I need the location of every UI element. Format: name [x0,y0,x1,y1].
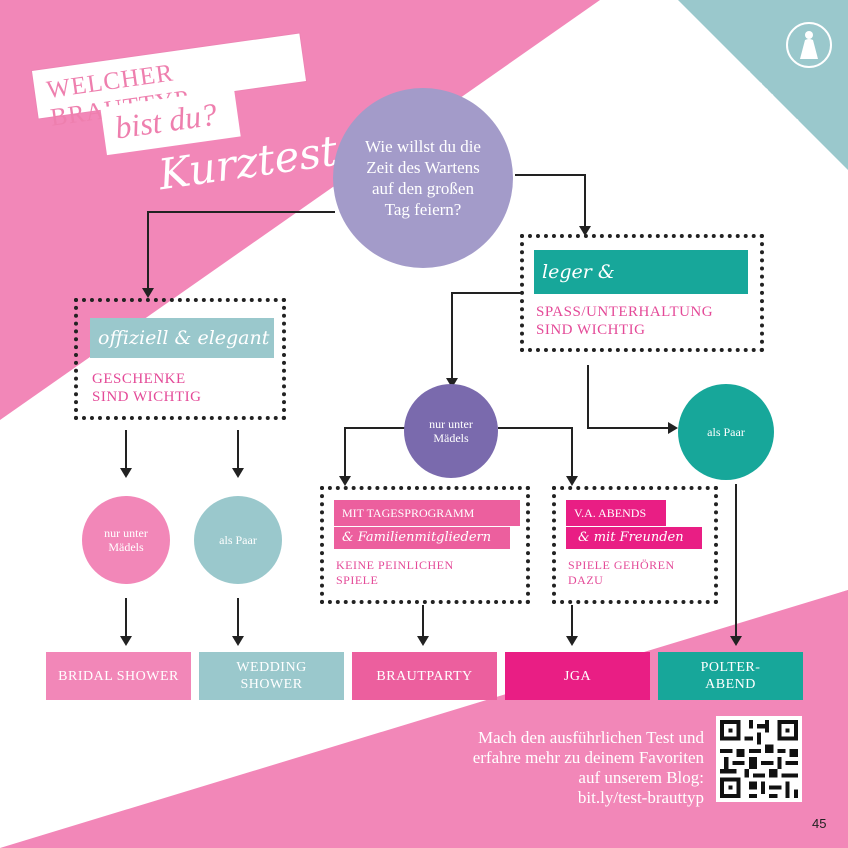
subbox-brautparty-tag2: & Familienmitgliedern [334,527,510,549]
flow-arrows [125,174,737,638]
question-circle: Wie willst du die Zeit des Wartens auf d… [333,88,513,268]
qr-code-icon[interactable] [716,716,802,802]
circle-left-couple: als Paar [194,496,282,584]
page-number: 45 [812,816,827,831]
bride-silhouette-icon [786,22,832,68]
subbox-jga [552,486,718,604]
result-text: SHOWER [240,677,303,692]
subbox-jga-desc1: SPIELE GEHÖREN [568,558,675,572]
footer-line3: auf unserem Blog: [578,768,704,787]
result-text: JGA [563,668,592,684]
footer-link[interactable]: bit.ly/test-brauttyp [577,788,704,807]
subbox-brautparty-desc1: KEINE PEINLICHEN [336,558,454,572]
subbox-jga-desc2: DAZU [568,573,604,587]
subbox-jga-tag1: V.A. ABENDS [566,500,666,526]
circle-left-girls-text: nur unter Mädels [104,526,148,554]
branch-left-desc2: SIND WICHTIG [92,389,202,405]
branch-right-desc2: SIND WICHTIG [536,322,646,338]
branch-right-box [520,234,764,352]
footer-line1: Mach den ausführlichen Test und [477,728,704,747]
subbox-jga-tag2: & mit Freunden [566,527,702,549]
footer-text: Mach den ausführlichen Test und erfahre … [473,728,704,808]
circle-right-couple: als Paar [678,384,774,480]
circle-right-girls: nur unter Mädels [404,384,498,478]
branch-right-tag: leger & unkompliziert [534,250,748,327]
branch-left-desc1: GESCHENKE [92,371,186,387]
result-text: BRAUTPARTY [376,668,473,684]
result-text: WEDDING [236,660,307,675]
circle-right-girls-text: nur unter Mädels [429,417,473,445]
result-text: ABEND [705,677,756,692]
result-brautparty: BRAUTPARTY [352,652,497,700]
result-text: BRIDAL SHOWER [58,668,179,684]
result-polterabend: POLTER- ABEND [658,652,803,700]
title-line2: bist du? [112,95,220,146]
branch-left-tag: offiziell & elegant [90,318,274,358]
footer-line2: erfahre mehr zu deinem Favoriten [472,748,704,767]
subbox-brautparty-tag1: MIT TAGESPROGRAMM [334,500,520,526]
circle-left-couple-text: als Paar [219,532,257,547]
subbox-brautparty-desc2: SPIELE [336,573,379,587]
circle-right-couple-text: als Paar [707,424,745,439]
result-bridal-shower: BRIDAL SHOWER [46,652,191,700]
result-text: POLTER- [700,660,761,675]
question-text: Wie willst du die Zeit des Wartens auf d… [365,137,481,219]
branch-left-box [74,298,286,420]
circle-left-girls: nur unter Mädels [82,496,170,584]
result-wedding-shower: WEDDING SHOWER [199,652,344,700]
branch-right-desc1: SPASS/UNTERHALTUNG [536,304,714,320]
subbox-brautparty [320,486,530,604]
result-jga: JGA [505,652,650,700]
